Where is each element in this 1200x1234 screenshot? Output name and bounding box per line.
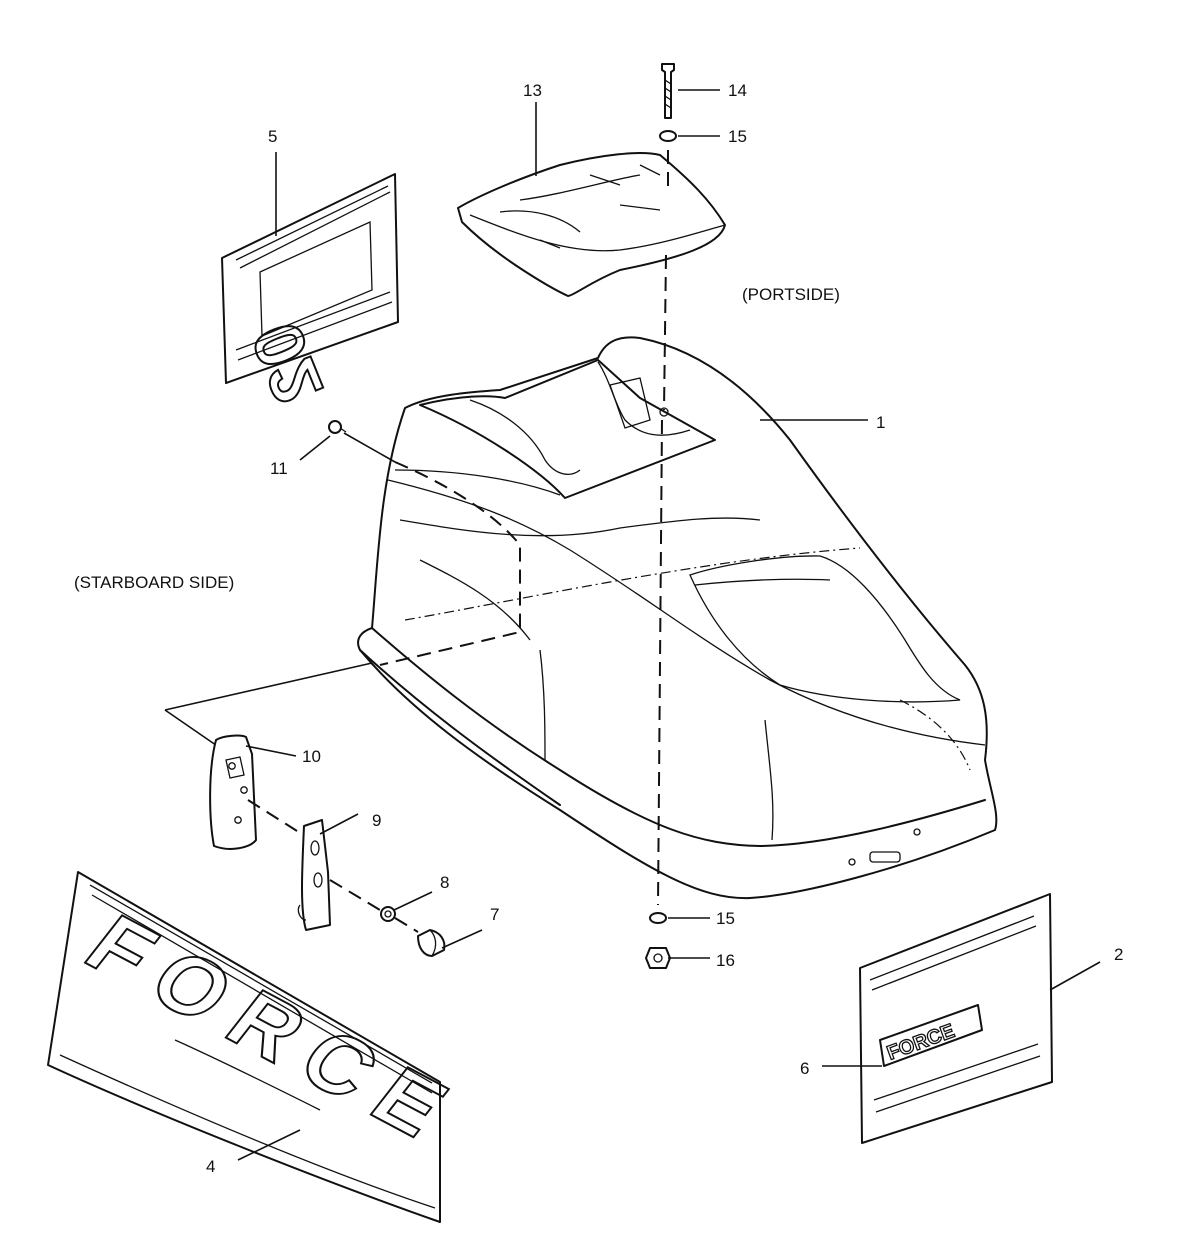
portside-label: (PORTSIDE) — [742, 285, 840, 304]
part-label-9: 9 — [372, 811, 381, 830]
part-label-7: 7 — [490, 905, 499, 924]
washer-dash — [394, 917, 419, 933]
vent-cover-part-13 — [457, 152, 726, 297]
bolt-stack — [645, 63, 677, 969]
cowl-part-1 — [357, 336, 998, 900]
part-label-4: 4 — [206, 1157, 215, 1176]
part-label-11: 11 — [270, 459, 288, 478]
part-label-16: 16 — [716, 951, 735, 970]
cowl-centerline — [404, 547, 861, 621]
part-label-14: 14 — [728, 81, 747, 100]
part-label-15-bottom: 15 — [716, 909, 735, 928]
clip-dash — [329, 879, 386, 914]
bracket-dash — [247, 799, 306, 837]
clip-part-9 — [297, 819, 331, 931]
starboard-side-label: (STARBOARD SIDE) — [74, 573, 234, 592]
screw-part-7 — [417, 929, 446, 957]
part-label-10: 10 — [302, 747, 321, 766]
leader-lines — [237, 89, 1101, 1161]
decal-part-2: FORCE — [859, 893, 1053, 1144]
part-label-8: 8 — [440, 873, 449, 892]
part-label-5: 5 — [268, 127, 277, 146]
part-label-2: 2 — [1114, 945, 1123, 964]
washer-part-8 — [380, 906, 396, 922]
decal-part-5: 02 — [221, 173, 399, 415]
part-label-13: 13 — [523, 81, 542, 100]
bracket-part-10 — [209, 734, 257, 850]
decal-part-4: FORCE — [47, 871, 483, 1223]
part-label-6: 6 — [800, 1059, 809, 1078]
part-label-1: 1 — [876, 413, 885, 432]
part-label-15-top: 15 — [728, 127, 747, 146]
